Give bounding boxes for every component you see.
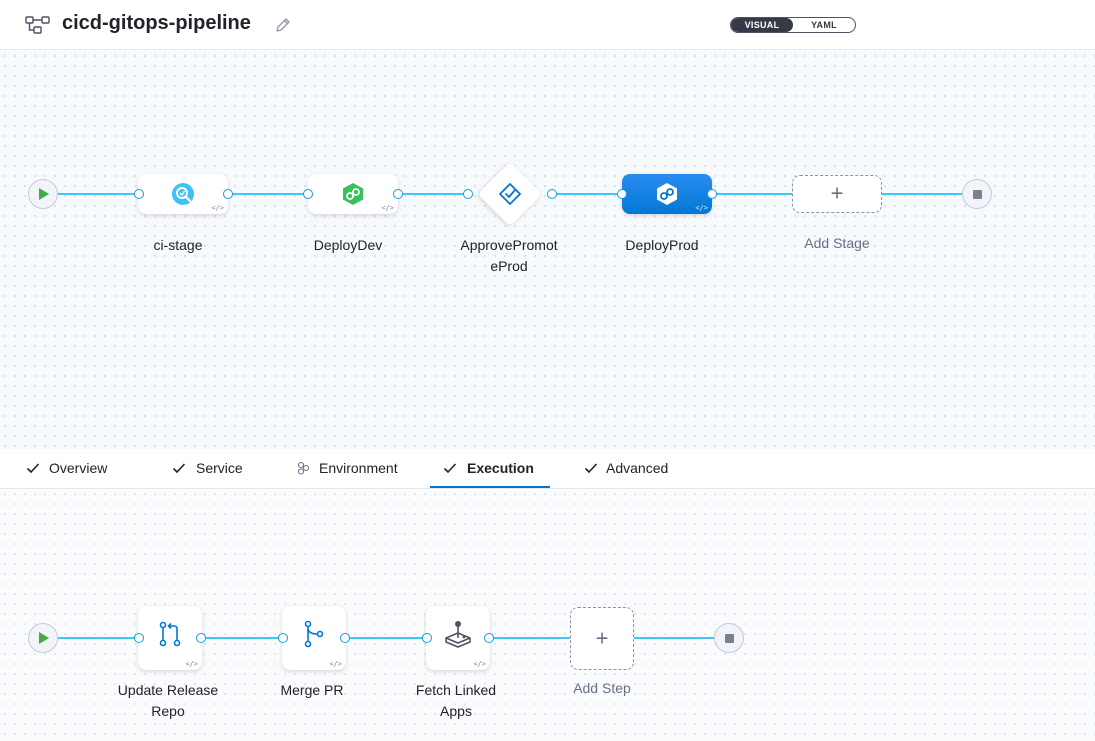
add-step-button[interactable]: + (570, 607, 634, 670)
pipeline-stage-canvas[interactable] (0, 51, 1095, 449)
step-label-line: Apps (440, 703, 472, 719)
step-node-update-release-repo[interactable]: </> (138, 606, 202, 670)
step-node-merge-pr[interactable]: </> (282, 606, 346, 670)
plus-icon: + (830, 180, 844, 206)
stage-node-deployprod[interactable]: </> (622, 174, 712, 214)
step-label-line: Update Release (117, 682, 219, 698)
pipeline-start-node (28, 179, 58, 209)
add-step-label[interactable]: Add Step (573, 680, 631, 696)
git-merge-icon (304, 620, 324, 648)
check-icon (584, 463, 598, 474)
stage-edge (228, 193, 308, 195)
pencil-icon[interactable] (274, 16, 292, 34)
yaml-code-icon: </> (329, 660, 342, 668)
plus-icon: + (595, 624, 609, 650)
stage-node-approvepromoteprod[interactable] (477, 161, 543, 227)
step-edge (489, 637, 571, 639)
stage-port (134, 189, 144, 199)
tab-advanced[interactable]: Advanced (584, 449, 684, 489)
execution-end-node (714, 623, 744, 653)
stage-label: DeployDev (313, 237, 383, 253)
tab-service[interactable]: Service (172, 449, 262, 489)
stage-label: ApprovePromot eProd (440, 235, 578, 277)
stage-edge (712, 193, 792, 195)
step-label-line: Repo (151, 703, 185, 719)
stage-edge (57, 193, 139, 195)
play-icon (39, 188, 49, 200)
step-edge (345, 637, 427, 639)
step-port (196, 633, 206, 643)
git-pull-request-icon (159, 621, 181, 647)
play-icon (39, 632, 49, 644)
yaml-toggle-option[interactable]: YAML (811, 20, 837, 30)
step-port (484, 633, 494, 643)
add-stage-button[interactable]: + (792, 175, 882, 213)
step-edge (633, 637, 715, 639)
stage-port (617, 189, 627, 199)
stage-label-line: ApprovePromot (460, 237, 558, 253)
add-stage-label[interactable]: Add Stage (804, 235, 870, 251)
stage-label-line: eProd (490, 258, 528, 274)
tab-overview[interactable]: Overview (26, 449, 126, 489)
step-label-line: Merge PR (280, 682, 344, 698)
step-edge (57, 637, 139, 639)
pipeline-header: cicd-gitops-pipeline VISUAL YAML (0, 0, 1095, 50)
stage-port (707, 189, 717, 199)
pipeline-end-node (962, 179, 992, 209)
approval-icon (499, 183, 521, 205)
step-node-fetch-linked-apps[interactable]: </> (426, 606, 490, 670)
check-icon (443, 463, 457, 474)
yaml-code-icon: </> (473, 660, 486, 668)
stage-port (547, 189, 557, 199)
yaml-code-icon: </> (381, 204, 394, 212)
ci-build-icon (172, 183, 194, 205)
step-label-line: Fetch Linked (415, 682, 497, 698)
step-label: Update Release Repo (98, 680, 238, 722)
stage-node-deploydev[interactable]: </> (308, 174, 398, 214)
stage-port (223, 189, 233, 199)
check-icon (26, 463, 40, 474)
stage-port (303, 189, 313, 199)
environment-icon (297, 461, 310, 475)
stop-icon (973, 190, 982, 199)
step-label: Merge PR (242, 680, 382, 701)
visual-toggle-option[interactable]: VISUAL (731, 18, 793, 32)
step-port (278, 633, 288, 643)
tab-environment[interactable]: Environment (296, 449, 416, 489)
view-mode-toggle[interactable]: VISUAL YAML (730, 17, 856, 33)
yaml-code-icon: </> (211, 204, 224, 212)
stage-label: ci-stage (153, 237, 203, 253)
tab-label: Advanced (606, 460, 669, 476)
step-port (422, 633, 432, 643)
stage-edge (398, 193, 468, 195)
deploy-cd-icon (657, 183, 677, 205)
page-title: cicd-gitops-pipeline (62, 12, 251, 34)
stage-edge (882, 193, 963, 195)
yaml-code-icon: </> (695, 204, 708, 212)
stage-edge (552, 193, 622, 195)
stage-tabs: Overview Service Environment Execution A… (0, 449, 1095, 489)
stage-port (393, 189, 403, 199)
joystick-icon (445, 621, 471, 648)
tab-label: Overview (49, 460, 108, 476)
execution-start-node (28, 623, 58, 653)
active-tab-indicator (430, 486, 550, 488)
stage-port (463, 189, 473, 199)
yaml-code-icon: </> (185, 660, 198, 668)
deploy-cd-icon (343, 183, 363, 205)
stop-icon (725, 634, 734, 643)
tab-label: Execution (467, 460, 534, 476)
tab-execution[interactable]: Execution (443, 449, 543, 489)
step-label: Fetch Linked Apps (386, 680, 526, 722)
step-edge (201, 637, 283, 639)
step-port (340, 633, 350, 643)
stage-label: DeployProd (625, 237, 699, 253)
check-icon (172, 463, 186, 474)
tab-label: Environment (319, 460, 398, 476)
stage-node-ci-stage[interactable]: </> (138, 174, 228, 214)
tab-label: Service (196, 460, 243, 476)
step-port (134, 633, 144, 643)
pipeline-icon (25, 16, 50, 34)
